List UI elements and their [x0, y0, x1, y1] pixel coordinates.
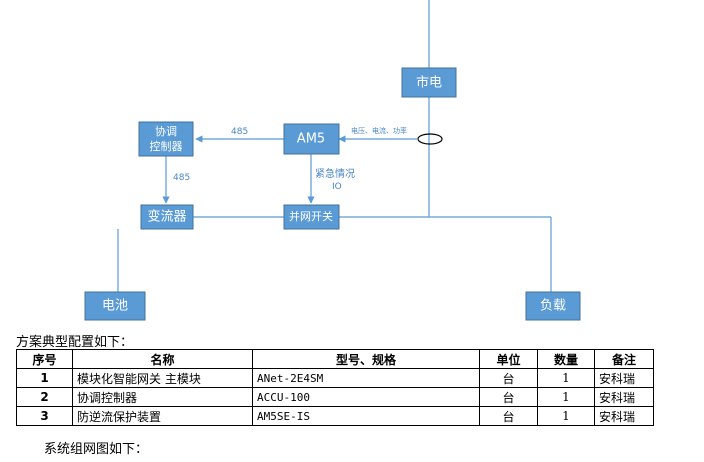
cell-note: 安科瑞	[594, 387, 654, 407]
header-model: 型号、规格	[252, 349, 480, 369]
battery-label: 电池	[102, 299, 128, 314]
header-qty: 数量	[537, 349, 595, 369]
rs485-label-top: 485	[231, 127, 248, 137]
cell-name: 协调控制器	[72, 387, 253, 407]
cell-note: 安科瑞	[594, 368, 654, 388]
am5-box	[283, 123, 340, 155]
system-diagram: 市电 AM5 协调 控制器 变流器 并网开关 电池 负载 485 485 电压、…	[84, 0, 581, 321]
current-transformer-icon	[417, 133, 443, 145]
table-header-row: 序号 名称 型号、规格 单位 数量 备注	[16, 349, 654, 369]
load-box	[525, 291, 581, 321]
coordinator-box	[138, 121, 194, 157]
header-name: 名称	[72, 349, 253, 369]
cell-model: ANet-2E4SM	[252, 368, 480, 388]
rs485-label-side: 485	[173, 173, 190, 183]
cell-qty: 1	[537, 387, 595, 407]
grid-box	[401, 67, 457, 98]
load-label: 负载	[540, 299, 566, 314]
table-row: 2 协调控制器 ACCU-100 台 1 安科瑞	[16, 387, 654, 407]
io-label: IO	[332, 182, 342, 192]
cell-unit: 台	[479, 368, 538, 388]
grid-switch-box	[283, 204, 340, 230]
am5-label: AM5	[297, 132, 325, 147]
cell-index: 1	[16, 368, 73, 388]
cell-model: ACCU-100	[252, 387, 480, 407]
inverter-box	[140, 204, 194, 230]
cell-name: 模块化智能网关 主模块	[72, 368, 253, 388]
section-title: 方案典型配置如下：	[16, 335, 134, 350]
cell-note: 安科瑞	[594, 406, 654, 426]
cell-unit: 台	[479, 387, 538, 407]
grid-switch-label: 并网开关	[289, 209, 333, 223]
cell-qty: 1	[537, 368, 595, 388]
header-index: 序号	[16, 349, 73, 369]
footer-text: 系统组网图如下：	[44, 442, 149, 457]
cell-index: 2	[16, 387, 73, 407]
grid-label: 市电	[416, 75, 442, 91]
cell-name: 防逆流保护装置	[72, 406, 253, 426]
inverter-label: 变流器	[147, 209, 186, 225]
header-unit: 单位	[479, 349, 538, 369]
cell-model: AM5SE-IS	[252, 406, 480, 426]
cell-index: 3	[16, 406, 73, 426]
table-row: 1 模块化智能网关 主模块 ANet-2E4SM 台 1 安科瑞	[16, 368, 654, 388]
battery-box	[84, 291, 146, 321]
coordinator-label-2: 控制器	[150, 139, 183, 153]
coordinator-label-1: 协调	[155, 124, 177, 138]
config-table: 序号 名称 型号、规格 单位 数量 备注 1 模块化智能网关 主模块 ANet-…	[16, 349, 654, 426]
cell-qty: 1	[537, 406, 595, 426]
emergency-label: 紧急情况	[315, 167, 355, 180]
cell-unit: 台	[479, 406, 538, 426]
measure-label: 电压、电流、功率	[351, 126, 407, 135]
table-row: 3 防逆流保护装置 AM5SE-IS 台 1 安科瑞	[16, 406, 654, 426]
header-note: 备注	[594, 349, 654, 369]
